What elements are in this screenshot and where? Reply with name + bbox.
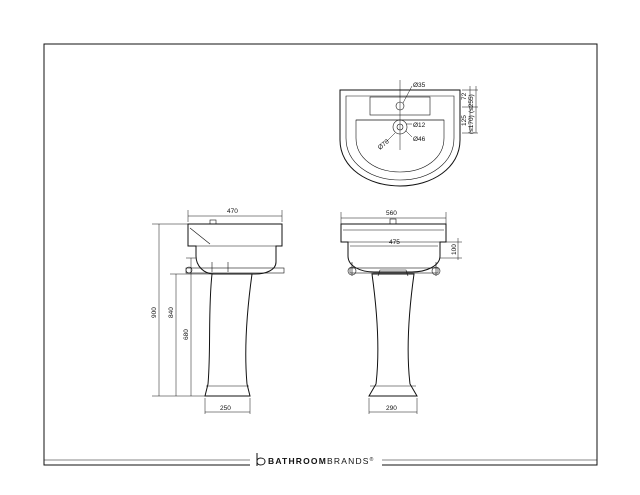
label-front-width: 560	[386, 210, 397, 217]
bathroombrands-b-icon	[256, 453, 266, 466]
brand-mark: ®	[370, 456, 375, 463]
label-72: 72	[461, 92, 468, 100]
label-front-inner: 475	[389, 239, 400, 246]
label-side-base: 250	[220, 405, 231, 412]
label-d70: Ø70	[377, 138, 391, 152]
label-840: 840	[168, 307, 175, 318]
towel-rail-front	[349, 267, 439, 274]
footer-brand: BATHROOMBRANDS®	[44, 452, 597, 468]
brand-name: BATHROOMBRANDS®	[268, 456, 375, 466]
label-front-depth: 100	[451, 244, 458, 255]
label-900: 900	[151, 307, 158, 318]
label-d12: Ø12	[413, 122, 426, 129]
side-view: 470 900 840 680 250	[151, 208, 285, 414]
label-d46: Ø46	[413, 136, 426, 143]
label-125: 125	[461, 115, 468, 126]
label-680: 680	[183, 329, 190, 340]
top-view: Ø35 Ø12 Ø46 Ø70 72 125 (≤255) (≤170)	[339, 80, 478, 187]
label-255: (≤255)	[468, 94, 475, 113]
label-d35: Ø35	[413, 82, 426, 89]
label-side-width: 470	[227, 208, 238, 215]
brand-light: BRANDS	[327, 456, 370, 466]
label-170: (≤170)	[468, 115, 475, 134]
drawing-frame	[43, 43, 598, 466]
front-view: 560 475 100 290	[340, 210, 462, 414]
label-front-base: 290	[386, 405, 397, 412]
brand-bold: BATHROOM	[268, 456, 327, 466]
